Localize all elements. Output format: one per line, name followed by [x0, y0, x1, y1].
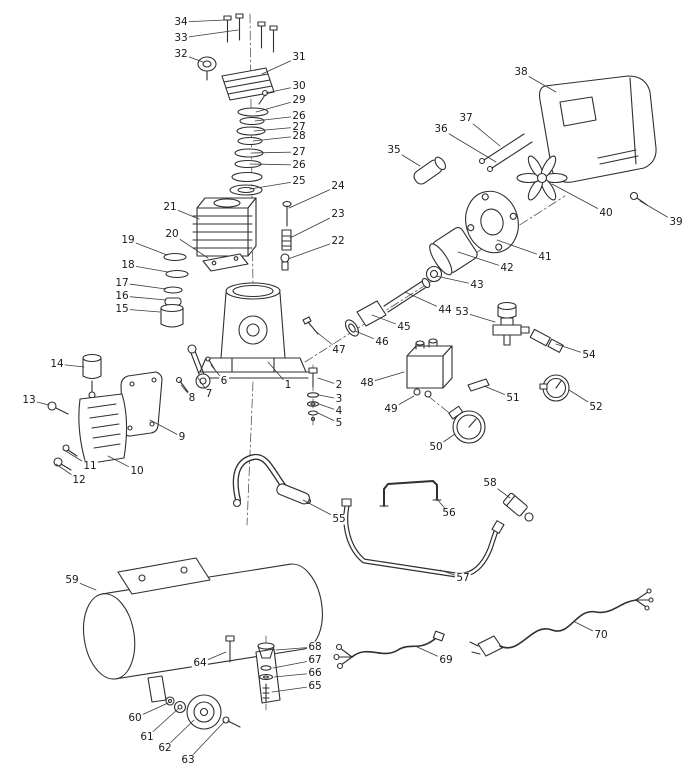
leader-line-21 [169, 206, 200, 220]
shroud-screw-drawing [629, 191, 648, 206]
leader-line-17 [121, 282, 167, 290]
head-screw-drawing [258, 89, 269, 105]
connecting-rod-drawing [175, 344, 216, 393]
fan-drawing [516, 155, 568, 201]
cylinder-gasket-drawing [202, 253, 249, 272]
leader-line-63 [187, 721, 225, 761]
leader-line-32 [180, 53, 204, 63]
leader-line-50 [435, 433, 456, 448]
through-bolts-drawing [478, 133, 533, 173]
leader-line-43 [435, 275, 478, 286]
leader-line-31 [261, 56, 300, 75]
leader-line-69 [414, 645, 447, 661]
leader-line-62 [164, 719, 195, 749]
leader-line-46 [354, 330, 383, 343]
drain-parts-drawing [225, 635, 275, 703]
baffle-plate-drawing [120, 371, 163, 437]
leader-line-53 [461, 311, 496, 323]
screw-drawing [47, 401, 69, 415]
leader-line-67 [272, 659, 316, 669]
leader-line-22 [287, 240, 339, 260]
leader-line-4 [318, 403, 340, 412]
pressure-gauge-drawing [539, 374, 570, 402]
check-valve-drawing [502, 492, 534, 522]
leader-line-49 [390, 395, 415, 410]
discharge-tube-drawing [341, 498, 505, 578]
pipe-fittings-drawing [529, 328, 564, 353]
leader-line-14 [56, 363, 85, 368]
rotor-drawing [429, 227, 478, 276]
leader-line-45 [371, 314, 405, 328]
leader-line-12 [55, 463, 80, 481]
side-fastener-stack-drawing [280, 200, 292, 271]
leader-line-35 [393, 149, 421, 167]
valve-gasket-stack-drawing [229, 107, 269, 196]
crankcase-drawing [197, 282, 309, 379]
shroud-drawing [539, 75, 657, 183]
crankshaft-drawing [344, 265, 443, 337]
leader-line-40 [551, 183, 607, 214]
leader-line-9 [149, 419, 183, 438]
leader-line-68 [275, 646, 316, 651]
leader-line-5 [317, 412, 340, 424]
leader-line-36 [440, 128, 497, 163]
leader-line-15 [121, 308, 161, 313]
capacitor-drawing [413, 156, 447, 185]
tank-drawing [82, 557, 323, 704]
regulator-drawing [492, 301, 530, 346]
mount-fastener-stack-drawing [302, 316, 320, 422]
leader-line-47 [313, 329, 340, 351]
leader-line-64 [199, 651, 227, 664]
power-cord-drawing [469, 588, 654, 657]
leader-line-38 [520, 71, 557, 93]
air-filter-drawing [82, 353, 102, 399]
piston-rings-drawing [160, 252, 189, 328]
leader-line-56 [435, 497, 450, 514]
leader-line-58 [489, 482, 511, 499]
pressure-switch-drawing [406, 338, 453, 398]
leader-line-52 [568, 389, 597, 408]
leader-line-29 [255, 99, 300, 113]
leader-line-37 [465, 117, 501, 147]
cylinder-block-drawing [192, 197, 257, 257]
unloader-tube-drawing [379, 480, 442, 507]
leader-line-33 [180, 29, 239, 39]
breather-drawing [197, 56, 217, 81]
leader-line-66 [273, 672, 316, 678]
leader-line-16 [121, 295, 167, 301]
cover-bolts-drawing [53, 444, 78, 471]
leader-line-60 [134, 702, 169, 719]
leader-line-34 [180, 19, 227, 23]
leader-line-18 [127, 264, 169, 273]
leader-line-19 [127, 239, 168, 256]
leader-line-13 [28, 399, 50, 406]
tank-gauge-drawing [448, 405, 486, 444]
wire-lead-drawing [333, 630, 445, 670]
head-bolts-drawing [223, 13, 278, 53]
nipple-drawing [467, 378, 490, 392]
leader-line-44 [404, 291, 446, 311]
leader-line-59 [71, 579, 97, 591]
leader-line-24 [288, 185, 339, 209]
leader-line-2 [317, 377, 340, 386]
leader-line-55 [302, 499, 340, 520]
louvered-cover-drawing [78, 393, 128, 465]
leader-line-23 [289, 213, 339, 239]
leader-line-25 [249, 180, 300, 190]
end-bell-drawing [465, 190, 519, 254]
leader-line-8 [180, 384, 193, 399]
handle-drawing [232, 453, 311, 508]
leader-line-3 [318, 394, 340, 400]
leader-line-39 [639, 200, 677, 223]
wheel-drawing [165, 694, 241, 730]
leader-line-48 [366, 371, 405, 384]
leader-line-70 [574, 621, 602, 636]
leader-line-51 [483, 385, 514, 399]
cylinder-head-drawing [221, 67, 275, 101]
leader-line-61 [146, 708, 179, 738]
